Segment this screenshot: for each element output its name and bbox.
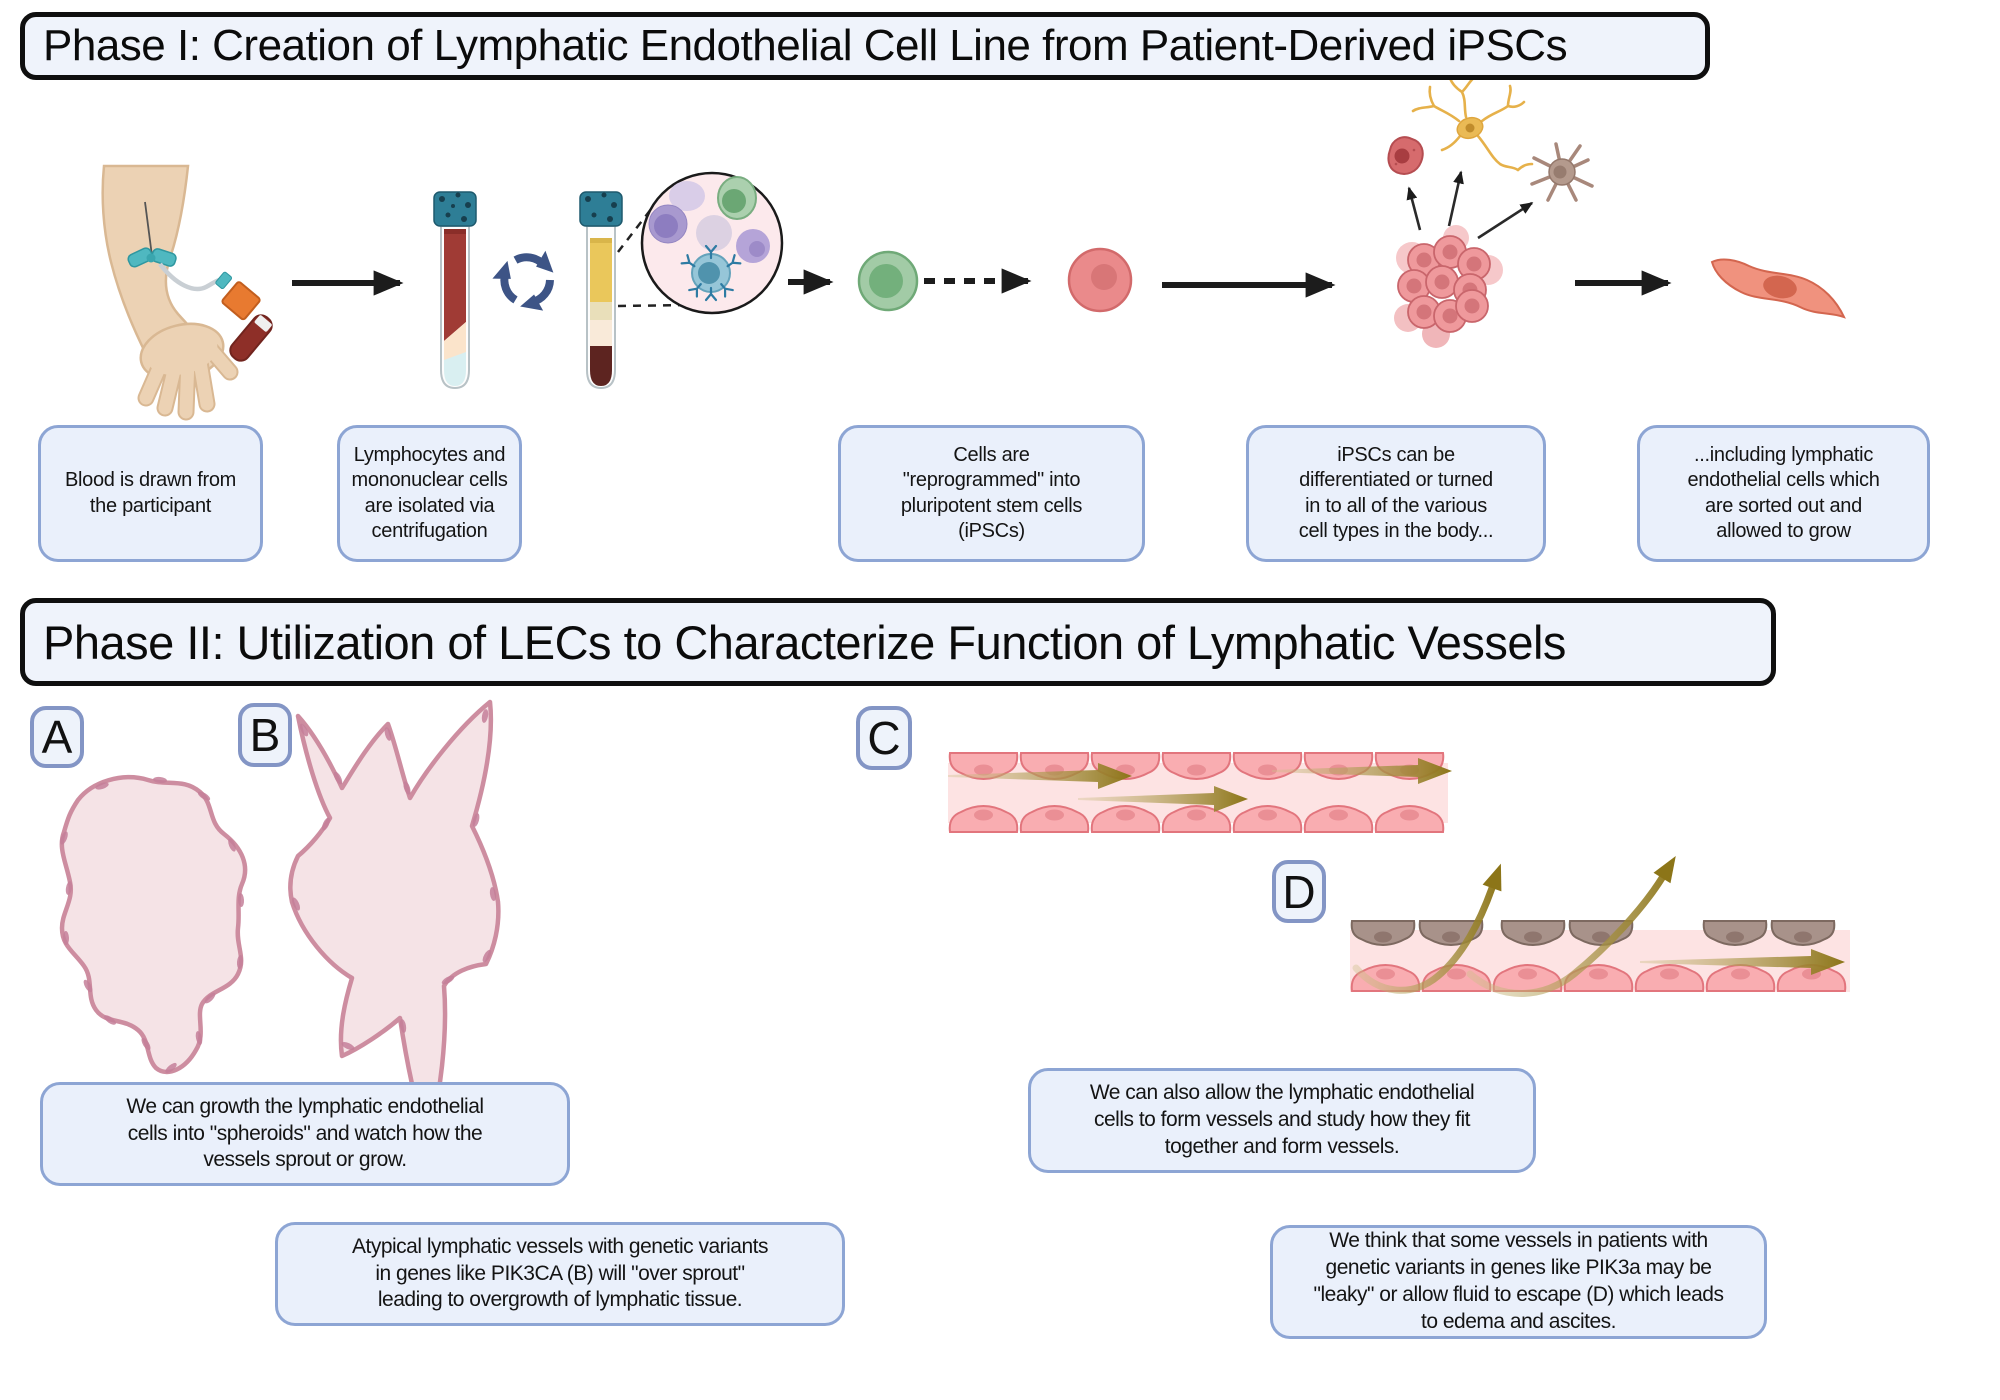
separated-tube-illustration <box>579 191 691 390</box>
spheroid-b <box>288 699 501 1149</box>
membrane-cell-nuclei <box>60 776 245 1074</box>
tubing <box>158 262 226 292</box>
caption-reprogramming: Cells are "reprogrammed" into pluripoten… <box>838 425 1145 562</box>
panel-label-c: C <box>856 706 912 770</box>
caption-differentiation: iPSCs can be differentiated or turned in… <box>1246 425 1546 562</box>
pbmc-magnified-view <box>640 171 784 315</box>
caption-blood-draw: Blood is drawn from the participant <box>38 425 263 562</box>
lymphocyte-cell <box>857 250 919 312</box>
pale-cell <box>696 215 732 251</box>
neuron-cell <box>1411 74 1534 172</box>
tube-holder <box>221 281 261 321</box>
spheroid-a <box>59 775 248 1075</box>
vessel-illustration-d <box>1350 855 1850 997</box>
collection-tube <box>229 314 273 362</box>
leak-arrows <box>1352 855 1845 997</box>
caption-leaky-vessels: We think that some vessels in patients w… <box>1270 1225 1767 1339</box>
tube-connector <box>215 271 233 290</box>
hand <box>137 322 239 421</box>
dendritic-cell <box>1530 142 1594 202</box>
phase2-title: Phase II: Utilization of LECs to Charact… <box>20 598 1776 686</box>
ipsc-cell <box>1067 247 1133 313</box>
caption-oversprouting: Atypical lymphatic vessels with genetic … <box>275 1222 845 1326</box>
ipsc-colony <box>1394 225 1503 348</box>
blood-cell <box>1387 136 1424 175</box>
panel-label-b: B <box>238 703 292 767</box>
flow-direction-arrows <box>948 758 1452 812</box>
needle <box>144 201 153 257</box>
lymphatic-endothelial-cell <box>1710 258 1846 319</box>
differentiated-cell-types <box>1387 74 1594 240</box>
caption-spheroids: We can growth the lymphatic endothelial … <box>40 1082 570 1186</box>
caption-centrifugation: Lymphocytes and mononuclear cells are is… <box>337 425 522 562</box>
blood-draw-arm-illustration <box>101 164 273 421</box>
cap-speckles <box>439 192 471 222</box>
caption-vessel-formation: We can also allow the lymphatic endothel… <box>1028 1068 1536 1173</box>
caption-lec-sorting: ...including lymphatic endothelial cells… <box>1637 425 1930 562</box>
panel-label-a: A <box>30 706 84 768</box>
blood-tube-illustration <box>433 191 477 390</box>
phase1-title: Phase I: Creation of Lymphatic Endotheli… <box>20 12 1710 80</box>
panel-label-d: D <box>1272 860 1326 923</box>
vessel-illustration-c <box>948 752 1452 833</box>
monocyte-cell <box>669 181 705 211</box>
centrifuge-icon <box>486 243 560 314</box>
differentiation-arrows <box>1406 170 1534 240</box>
butterfly-needle-icon <box>127 247 177 268</box>
